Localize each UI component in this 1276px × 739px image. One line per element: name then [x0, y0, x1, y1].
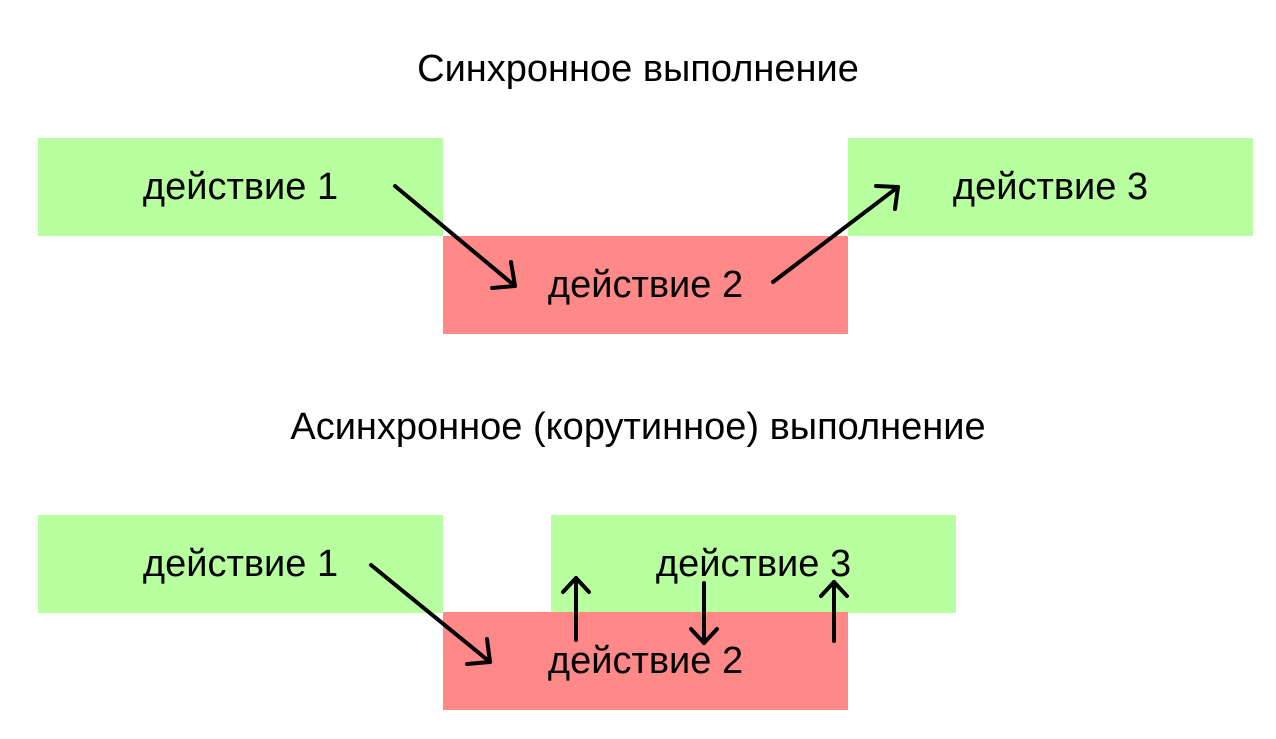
- sync-title: Синхронное выполнение: [417, 48, 859, 90]
- async-action-1-label: действие 1: [142, 543, 339, 585]
- async-action-3-box: действие 3: [551, 515, 956, 613]
- sync-action-3-label: действие 3: [952, 166, 1149, 208]
- sync-action-1-label: действие 1: [142, 166, 339, 208]
- async-action-1-box: действие 1: [38, 515, 443, 613]
- async-action-2-box: действие 2: [443, 612, 848, 710]
- sync-action-1-box: действие 1: [38, 138, 443, 236]
- sync-action-2-box: действие 2: [443, 236, 848, 334]
- async-action-2-label: действие 2: [547, 640, 744, 682]
- async-title: Асинхронное (корутинное) выполнение: [290, 406, 986, 448]
- async-action-3-label: действие 3: [655, 543, 852, 585]
- sync-action-2-label: действие 2: [547, 264, 744, 306]
- sync-action-3-box: действие 3: [848, 138, 1253, 236]
